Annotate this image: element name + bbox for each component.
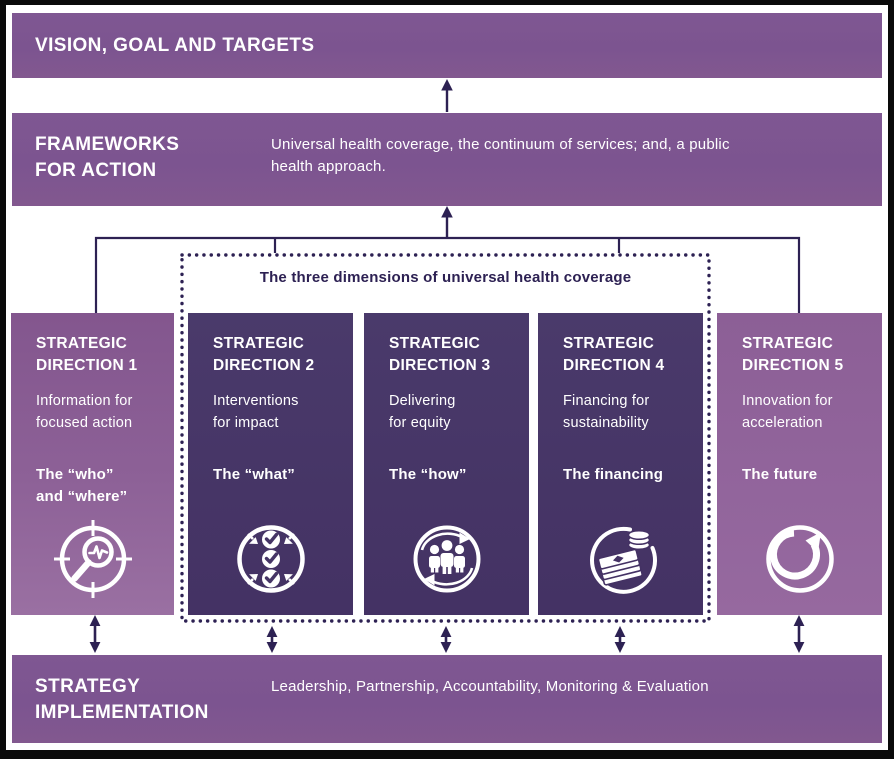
strategic-direction-5-box: STRATEGIC DIRECTION 5 Innovation for acc…	[717, 313, 882, 615]
implementation-bar-description: Leadership, Partnership, Accountability,…	[271, 678, 709, 695]
people-cycle-icon	[413, 525, 480, 593]
sd5-title: STRATEGIC DIRECTION 5	[742, 335, 844, 374]
frameworks-bar-description: Universal health coverage, the continuum…	[271, 136, 730, 175]
checklist-icon	[236, 525, 305, 593]
sd3-title: STRATEGIC DIRECTION 3	[389, 335, 491, 374]
implementation-bar-title: STRATEGY IMPLEMENTATION	[35, 676, 209, 723]
sd2-title: STRATEGIC DIRECTION 2	[213, 335, 315, 374]
cycle-arrow-icon	[765, 525, 834, 593]
money-stack-icon	[589, 526, 657, 594]
frameworks-bar-title: FRAMEWORKS FOR ACTION	[35, 134, 180, 181]
magnifier-pulse-icon	[53, 520, 132, 598]
sd1-tagline: The “who” and “where”	[36, 466, 128, 505]
sd5-description: Innovation for acceleration	[742, 393, 833, 431]
strategic-direction-2-box: STRATEGIC DIRECTION 2 Interventions for …	[188, 313, 353, 615]
strategy-implementation-bar: STRATEGY IMPLEMENTATION Leadership, Part…	[12, 655, 882, 743]
sd4-title: STRATEGIC DIRECTION 4	[563, 335, 665, 374]
sd2-tagline: The “what”	[213, 466, 296, 483]
sd1-title: STRATEGIC DIRECTION 1	[36, 335, 138, 374]
strategic-direction-3-box: STRATEGIC DIRECTION 3 Delivering for equ…	[364, 313, 529, 615]
frameworks-for-action-bar: FRAMEWORKS FOR ACTION Universal health c…	[12, 113, 882, 206]
sd1-description: Information for focused action	[36, 393, 133, 431]
sd4-description: Financing for sustainability	[563, 393, 650, 431]
strategic-direction-4-box: STRATEGIC DIRECTION 4 Financing for sust…	[538, 313, 703, 615]
strategic-direction-1-box: STRATEGIC DIRECTION 1 Information for fo…	[11, 313, 174, 615]
sd3-tagline: The “how”	[389, 466, 467, 483]
sd2-description: Interventions for impact	[213, 393, 299, 431]
sd5-tagline: The future	[742, 466, 818, 483]
vision-goal-targets-bar: VISION, GOAL AND TARGETS	[12, 13, 882, 78]
sd3-description: Delivering for equity	[389, 393, 456, 431]
sd4-tagline: The financing	[563, 466, 664, 483]
vision-bar-title: VISION, GOAL AND TARGETS	[35, 35, 315, 56]
dimensions-title: The three dimensions of universal health…	[259, 269, 632, 286]
